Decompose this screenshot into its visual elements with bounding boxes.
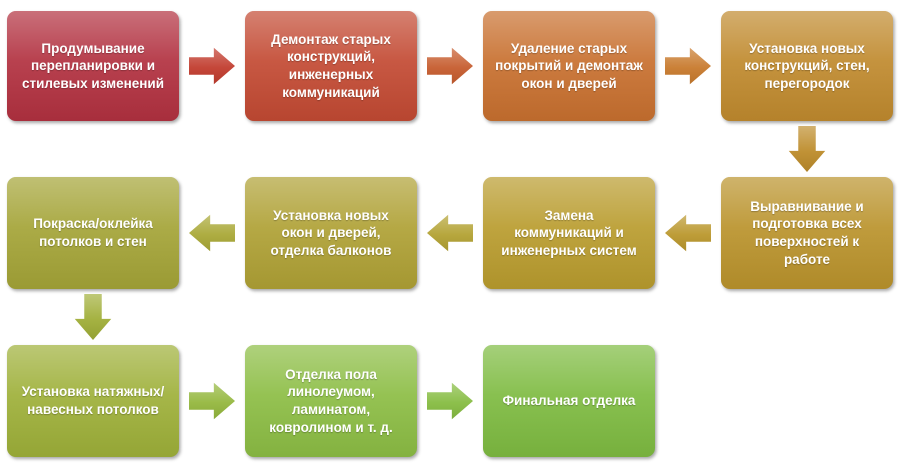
step-box-4: Установка новых конструкций, стен, перег…: [721, 11, 893, 121]
step-label-10: Отделка пола линолеумом, ламинатом, ковр…: [269, 366, 393, 435]
step-box-8: Покраска/оклейка потолков и стен: [7, 177, 179, 289]
step-label-8: Покраска/оклейка потолков и стен: [33, 216, 153, 249]
arrow-right-icon: [189, 382, 235, 420]
arrow-down-icon: [788, 126, 826, 172]
step-box-6: Замена коммуникаций и инженерных систем: [483, 177, 655, 289]
step-box-3: Удаление старых покрытий и демонтаж окон…: [483, 11, 655, 121]
arrow-down-icon: [74, 294, 112, 340]
step-label-2: Демонтаж старых конструкций, инженерных …: [271, 31, 391, 100]
step-box-11: Финальная отделка: [483, 345, 655, 457]
step-box-5: Выравнивание и подготовка всех поверхнос…: [721, 177, 893, 289]
step-label-3: Удаление старых покрытий и демонтаж окон…: [495, 40, 643, 91]
step-box-1: Продумывание перепланировки и стилевых и…: [7, 11, 179, 121]
arrow-right-icon: [189, 47, 235, 85]
step-label-1: Продумывание перепланировки и стилевых и…: [22, 40, 164, 91]
step-box-7: Установка новых окон и дверей, отделка б…: [245, 177, 417, 289]
renovation-flowchart: Продумывание перепланировки и стилевых и…: [7, 11, 893, 457]
arrow-right-icon: [427, 47, 473, 85]
arrow-right-icon: [665, 47, 711, 85]
step-label-5: Выравнивание и подготовка всех поверхнос…: [750, 198, 864, 267]
step-box-9: Установка натяжных/навесных потолков: [7, 345, 179, 457]
arrow-right-icon: [427, 382, 473, 420]
step-label-11: Финальная отделка: [502, 393, 636, 409]
arrow-left-icon: [665, 214, 711, 252]
step-label-6: Замена коммуникаций и инженерных систем: [501, 207, 637, 258]
arrow-left-icon: [189, 214, 235, 252]
step-box-10: Отделка пола линолеумом, ламинатом, ковр…: [245, 345, 417, 457]
step-label-4: Установка новых конструкций, стен, перег…: [744, 40, 870, 91]
step-box-2: Демонтаж старых конструкций, инженерных …: [245, 11, 417, 121]
arrow-left-icon: [427, 214, 473, 252]
step-label-7: Установка новых окон и дверей, отделка б…: [270, 207, 392, 258]
step-label-9: Установка натяжных/навесных потолков: [21, 384, 165, 417]
